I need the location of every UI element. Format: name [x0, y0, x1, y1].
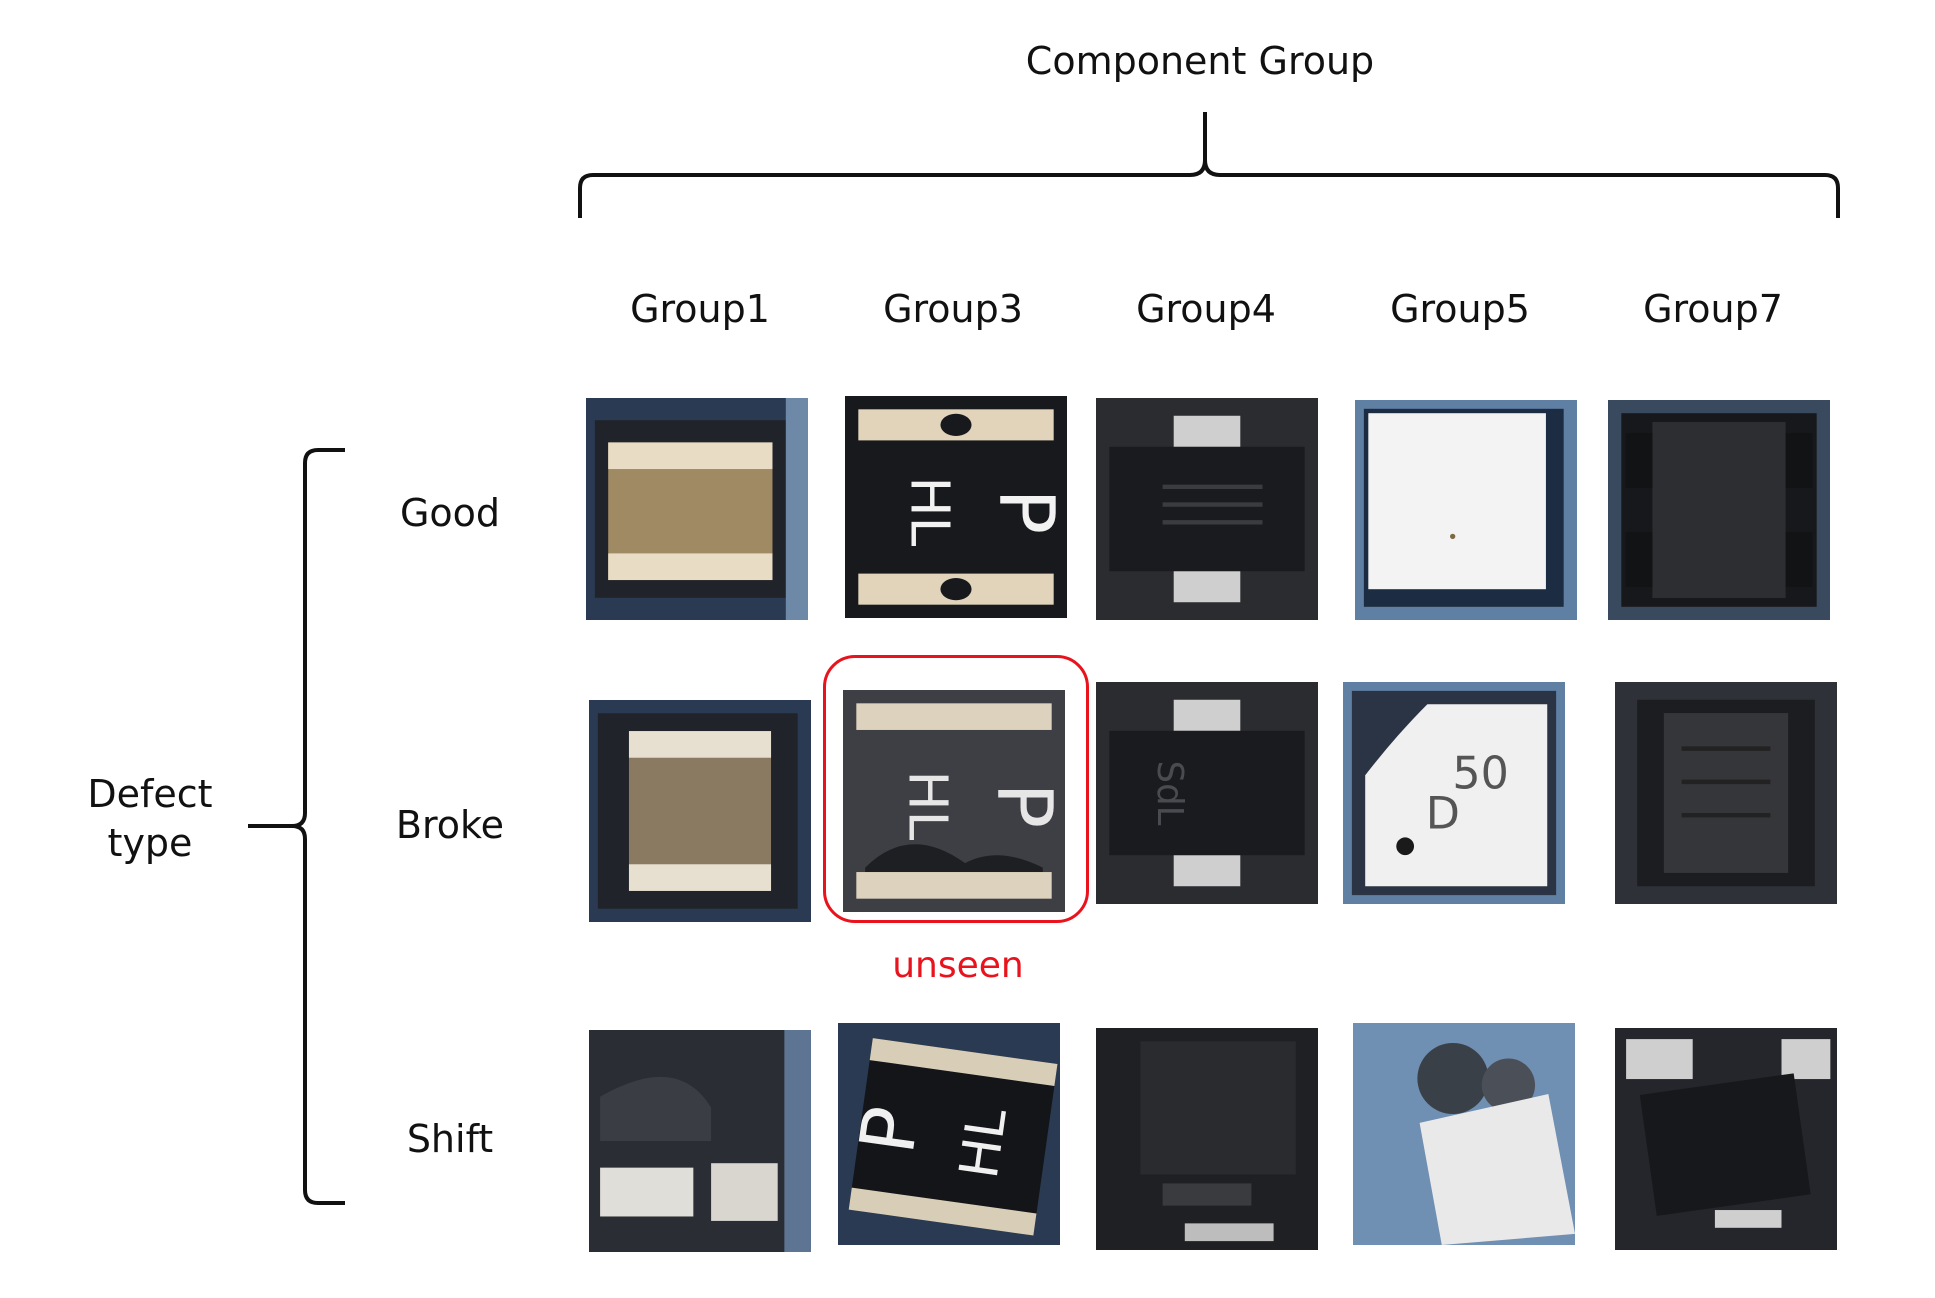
- tile-marking-p: P: [982, 489, 1067, 535]
- row-header-good: Good: [399, 491, 501, 535]
- tile-shift-group7: [1615, 1028, 1837, 1250]
- tile-good-group7: [1608, 400, 1830, 620]
- column-axis-title: Component Group: [1025, 39, 1375, 83]
- tile-shift-group4: [1096, 1028, 1318, 1250]
- tile-marking-50: 50: [1452, 749, 1509, 800]
- column-header-group3: Group3: [883, 287, 1023, 331]
- column-header-group5: Group5: [1390, 287, 1530, 331]
- tile-broke-group4: SdL: [1096, 682, 1318, 904]
- column-group-brace: [578, 112, 1840, 218]
- tile-marking-d: D: [1426, 789, 1460, 840]
- tile-broke-group3: P HL: [843, 690, 1065, 912]
- row-header-broke: Broke: [395, 803, 505, 847]
- tile-marking-hl: HL: [948, 1104, 1019, 1182]
- tile-marking-sdl: SdL: [1149, 761, 1190, 826]
- tile-good-group4: [1096, 398, 1318, 620]
- unseen-highlight-box: [823, 655, 1089, 923]
- tile-broke-group1: [589, 700, 811, 922]
- column-header-group7: Group7: [1643, 287, 1783, 331]
- tile-shift-group5: [1353, 1023, 1575, 1245]
- column-header-group1: Group1: [630, 287, 770, 331]
- tile-marking-hl: HL: [897, 771, 959, 841]
- unseen-label: unseen: [892, 945, 1024, 986]
- tile-marking-hl: HL: [899, 477, 961, 547]
- row-header-shift: Shift: [406, 1117, 494, 1161]
- defect-type-brace: [248, 448, 345, 1205]
- tile-good-group3: P HL: [845, 396, 1067, 618]
- tile-good-group5: [1355, 400, 1577, 620]
- row-axis-label: Defect type: [87, 772, 213, 866]
- tile-broke-group7: [1615, 682, 1837, 904]
- tile-shift-group1: [589, 1030, 811, 1252]
- tile-broke-group5: 50 D: [1343, 682, 1565, 904]
- column-header-group4: Group4: [1136, 287, 1276, 331]
- tile-good-group1: [586, 398, 808, 620]
- tile-shift-group3: P HL: [838, 1023, 1060, 1245]
- tile-marking-p: P: [980, 783, 1065, 829]
